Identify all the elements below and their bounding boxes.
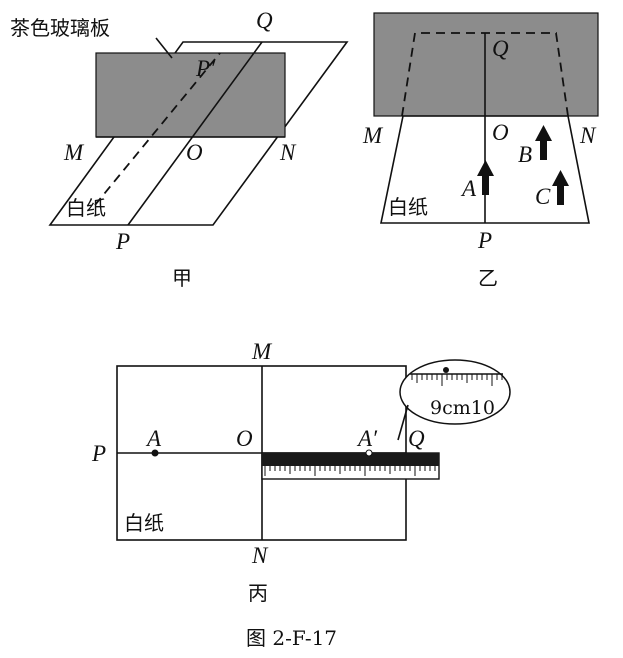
jia-paper-label: 白纸 xyxy=(66,196,106,220)
yi-label-a: A xyxy=(460,176,477,201)
jia-glass-pointer xyxy=(155,37,173,59)
yi-label-c: C xyxy=(535,184,551,209)
jia-label-p: P xyxy=(115,229,130,254)
jia-pq-line xyxy=(127,41,263,226)
yi-glass-plate xyxy=(373,12,599,117)
jia-label-q: Q xyxy=(256,8,273,33)
bing-magnifier-pointer xyxy=(397,404,409,441)
bing-magnifier-ticks xyxy=(411,374,503,386)
bing-label-n: N xyxy=(251,543,269,568)
bing-label-m: M xyxy=(251,339,273,364)
jia-dashed-line xyxy=(94,52,221,206)
yi-paper-label: 白纸 xyxy=(388,195,428,219)
jia-label-o: O xyxy=(186,140,203,165)
jia-caption: 甲 xyxy=(172,266,192,290)
bing-label-q: Q xyxy=(408,426,425,451)
figure-yi: Q M O N A B C 白纸 P 乙 xyxy=(362,12,599,290)
yi-label-q: Q xyxy=(492,36,509,61)
bing-paper-label: 白纸 xyxy=(124,511,164,535)
jia-label-p-prime: P′ xyxy=(195,56,216,81)
yi-label-b: B xyxy=(518,142,532,167)
jia-glass-label: 茶色玻璃板 xyxy=(10,16,110,40)
bing-point-a-prime xyxy=(365,449,373,457)
yi-arrow-b xyxy=(535,125,552,160)
yi-caption: 乙 xyxy=(478,266,498,290)
bing-label-o: O xyxy=(236,426,253,451)
jia-label-m: M xyxy=(63,140,85,165)
bing-caption: 丙 xyxy=(248,581,268,605)
bing-ruler xyxy=(261,452,440,480)
figure-jia: 茶色玻璃板 Q P′ M O N 白纸 P 甲 xyxy=(10,8,349,290)
figure-bing: 9cm10 M P A O A′ Q 白纸 N 丙 xyxy=(91,339,511,605)
yi-label-p: P xyxy=(477,228,492,253)
bing-magnifier-mark xyxy=(443,367,449,373)
bing-magnifier-reading: 9cm10 xyxy=(430,397,495,419)
jia-label-n: N xyxy=(279,140,297,165)
bing-label-a-prime: A′ xyxy=(356,426,378,451)
yi-label-m: M xyxy=(362,123,384,148)
yi-paper xyxy=(380,115,590,224)
bing-point-a xyxy=(151,449,159,457)
bing-label-p: P xyxy=(91,441,106,466)
yi-arrow-a xyxy=(477,160,494,195)
bing-ruler-ticks xyxy=(264,466,436,476)
yi-label-o: O xyxy=(492,120,509,145)
yi-label-n: N xyxy=(579,123,597,148)
jia-glass-plate xyxy=(95,52,286,138)
bing-magnifier-scale xyxy=(410,367,503,386)
bing-label-a: A xyxy=(145,426,162,451)
figure-caption: 图 2-F-17 xyxy=(246,626,337,650)
yi-arrow-c xyxy=(552,170,569,205)
